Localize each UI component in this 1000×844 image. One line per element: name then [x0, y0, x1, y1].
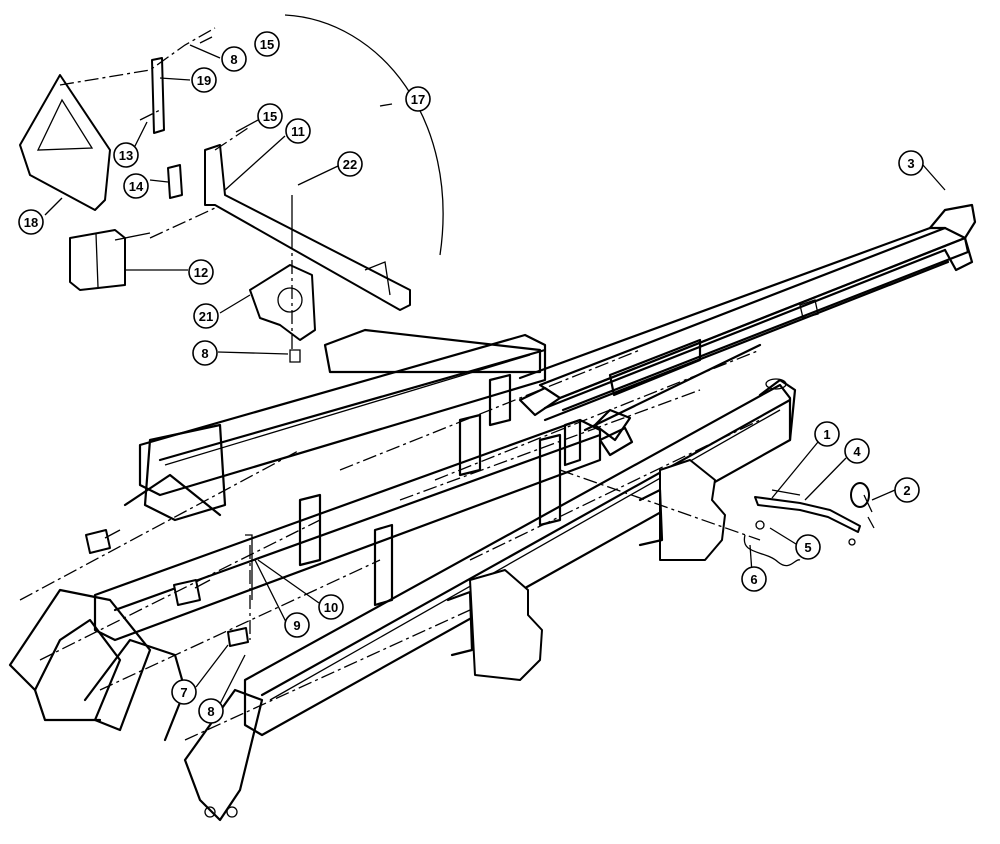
callout-12: 12 — [188, 259, 214, 285]
callout-7: 7 — [171, 679, 197, 705]
callouts: 1 2 3 4 5 6 7 8 8 8 9 10 11 12 13 14 15 … — [18, 31, 924, 724]
left-hardware — [85, 529, 253, 647]
callout-19: 19 — [191, 67, 217, 93]
callout-label: 11 — [291, 124, 305, 139]
tongue-assembly — [518, 203, 977, 442]
callout-22: 22 — [337, 151, 363, 177]
callout-label: 15 — [263, 109, 277, 124]
callout-1: 1 — [814, 421, 840, 447]
callout-label: 6 — [750, 572, 757, 587]
callout-label: 9 — [293, 618, 300, 633]
callout-14: 14 — [123, 173, 149, 199]
callout-11: 11 — [285, 118, 311, 144]
callout-label: 3 — [907, 156, 914, 171]
callout-label: 21 — [199, 309, 213, 324]
callout-label: 8 — [230, 52, 237, 67]
callout-label: 15 — [260, 37, 274, 52]
callout-9: 9 — [284, 612, 310, 638]
assembly-centerlines — [19, 349, 761, 741]
callout-label: 12 — [194, 265, 208, 280]
callout-label: 7 — [180, 685, 187, 700]
callout-label: 4 — [853, 444, 861, 459]
callout-15-top: 15 — [254, 31, 280, 57]
callout-label: 17 — [411, 92, 425, 107]
light-bracket-assembly — [19, 14, 444, 363]
leader-lines — [44, 36, 946, 705]
callout-label: 1 — [823, 427, 830, 442]
smv-sign — [19, 74, 111, 211]
callout-8-mid: 8 — [192, 340, 218, 366]
callout-5: 5 — [795, 534, 821, 560]
callout-label: 2 — [903, 483, 910, 498]
callout-label: 5 — [804, 540, 811, 555]
callout-3: 3 — [898, 150, 924, 176]
callout-label: 13 — [119, 148, 133, 163]
callout-label: 14 — [129, 179, 144, 194]
callout-label: 10 — [324, 600, 338, 615]
callout-8-low: 8 — [198, 698, 224, 724]
callout-15-mid: 15 — [257, 103, 283, 129]
callout-label: 8 — [207, 704, 214, 719]
callout-13: 13 — [113, 142, 139, 168]
callout-4: 4 — [844, 438, 870, 464]
callout-label: 19 — [197, 73, 211, 88]
callout-label: 18 — [24, 215, 38, 230]
callout-8-top: 8 — [221, 46, 247, 72]
callout-2: 2 — [894, 477, 920, 503]
marker-hardware — [743, 482, 875, 567]
callout-10: 10 — [318, 594, 344, 620]
callout-label: 22 — [343, 157, 357, 172]
main-frame — [8, 328, 797, 822]
callout-6: 6 — [741, 566, 767, 592]
callout-18: 18 — [18, 209, 44, 235]
callout-21: 21 — [193, 303, 219, 329]
callout-17: 17 — [405, 86, 431, 112]
callout-label: 8 — [201, 346, 208, 361]
